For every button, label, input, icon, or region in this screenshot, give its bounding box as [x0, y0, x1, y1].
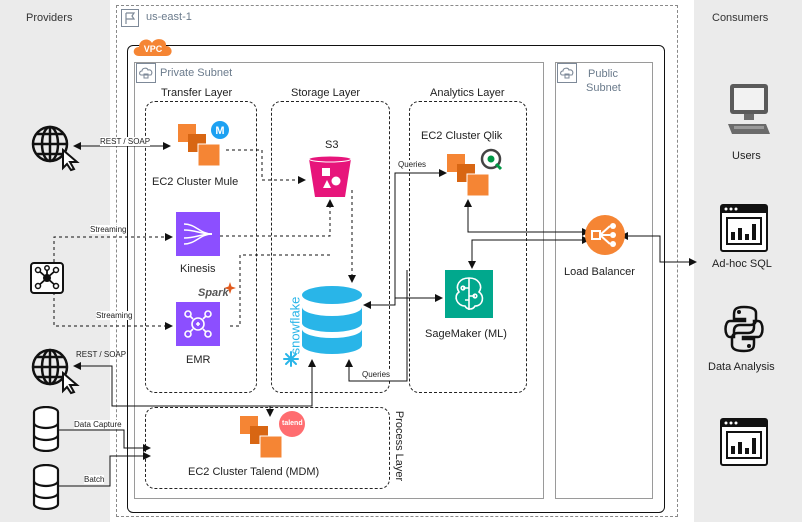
transfer-layer-box	[145, 101, 257, 393]
edge-lb-sagemaker	[468, 236, 590, 269]
edge-streaming-bottom	[53, 292, 173, 330]
kinesis-icon	[176, 212, 220, 256]
region-flag-icon	[121, 9, 139, 27]
storage-layer-title: Storage Layer	[291, 87, 361, 99]
providers-title: Providers	[26, 12, 73, 24]
edge-data-capture	[58, 429, 151, 452]
edge-label-streaming-bottom: Streaming	[96, 311, 133, 320]
sql-console-icon	[720, 204, 768, 252]
edge-label-queries-top: Queries	[398, 160, 427, 169]
globe-cursor-icon-bottom	[30, 345, 80, 395]
s3-label: S3	[325, 139, 339, 151]
sagemaker-label: SageMaker (ML)	[425, 328, 507, 340]
talend-ec2-icon	[238, 410, 310, 460]
private-subnet-label: Private Subnet	[160, 67, 233, 79]
qlik-label: EC2 Cluster Qlik	[421, 130, 503, 142]
edge-mule-s3	[226, 149, 306, 184]
snowflake-label: snowflake	[287, 296, 303, 355]
edge-lb-qlik	[464, 199, 590, 236]
edge-streaming-top	[53, 233, 173, 262]
s3-bucket-icon	[307, 155, 353, 199]
desktop-computer-icon	[726, 82, 772, 138]
edge-process-snowflake	[270, 359, 316, 407]
qlik-ec2-icon	[445, 148, 503, 198]
load-balancer-label: Load Balancer	[564, 266, 635, 278]
vpc-cloud-icon: VPC	[131, 34, 175, 58]
private-subnet-box	[134, 62, 544, 499]
mule-ec2-icon: M	[176, 120, 232, 170]
snowflake-db-icon	[300, 285, 364, 355]
public-subnet-label-2: Subnet	[586, 82, 621, 94]
consumer-adhoc-sql: Ad-hoc SQL	[712, 258, 772, 270]
kinesis-label: Kinesis	[180, 263, 216, 275]
public-subnet-icon	[557, 63, 577, 83]
edge-label-batch: Batch	[84, 475, 105, 484]
edge-label-rest-soap-bottom: REST / SOAP	[76, 350, 127, 359]
svg-text:M: M	[215, 125, 224, 137]
load-balancer-icon	[584, 214, 626, 256]
spark-star-icon	[224, 281, 236, 294]
edge-lb-consumers	[620, 232, 697, 266]
public-subnet-box	[555, 62, 653, 499]
vpc-box	[127, 45, 665, 513]
edge-emr-s3	[230, 254, 330, 327]
consumers-title: Consumers	[712, 12, 769, 24]
mule-label: EC2 Cluster Mule	[152, 176, 239, 188]
analytics-layer-title: Analytics Layer	[430, 87, 505, 99]
globe-cursor-icon	[30, 122, 80, 172]
python-icon	[722, 305, 766, 353]
emr-icon	[176, 302, 220, 346]
database-icon-batch	[32, 463, 60, 511]
region-label: us-east-1	[146, 11, 192, 23]
snowflake-flake-icon	[283, 351, 299, 367]
talend-badge: talend	[282, 420, 303, 427]
talend-label: EC2 Cluster Talend (MDM)	[188, 466, 320, 478]
private-subnet-icon	[136, 63, 156, 83]
consumer-data-analysis: Data Analysis	[708, 361, 775, 373]
database-icon	[32, 405, 60, 453]
consumer-users: Users	[732, 150, 761, 162]
edge-kinesis-s3	[220, 199, 334, 237]
dashboard-console-icon	[720, 418, 768, 466]
vpc-label: VPC	[144, 44, 163, 54]
emr-label: EMR	[186, 354, 211, 366]
edge-batch	[58, 452, 151, 487]
edge-rest-soap-bottom	[73, 362, 270, 407]
edge-label-data-capture: Data Capture	[74, 420, 122, 429]
edge-snowflake-qlik	[363, 169, 447, 309]
spark-label: Spark	[198, 287, 229, 299]
edge-label-streaming-top: Streaming	[90, 225, 127, 234]
public-subnet-label-1: Public	[588, 68, 618, 80]
sagemaker-icon	[445, 270, 493, 318]
edge-queries-bottom	[345, 270, 408, 382]
edge-label-queries-bottom: Queries	[362, 370, 391, 379]
transfer-layer-title: Transfer Layer	[161, 87, 233, 99]
edge-label-rest-soap-top: REST / SOAP	[100, 137, 151, 146]
streaming-hub-icon	[30, 262, 64, 294]
